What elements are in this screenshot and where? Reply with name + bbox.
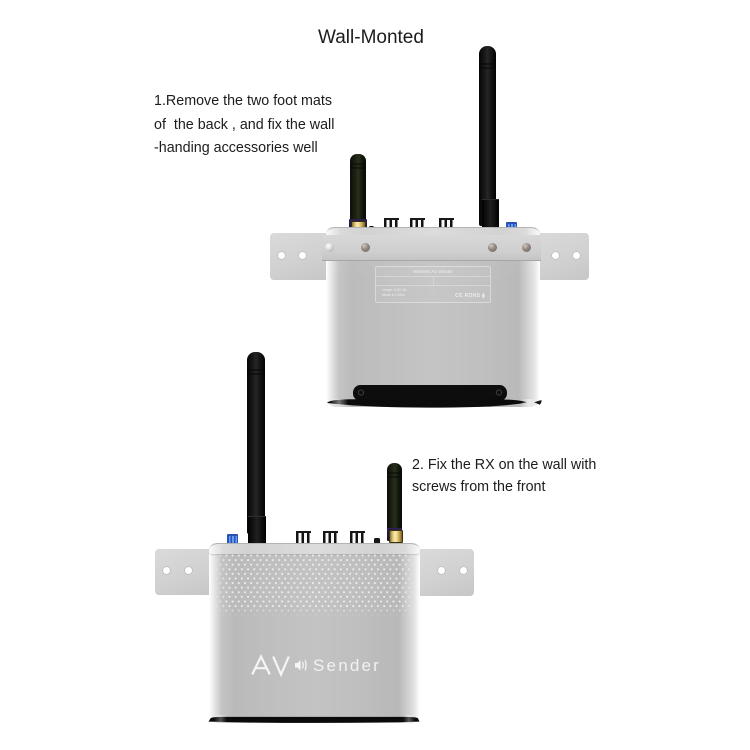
svg-text:Sender: Sender xyxy=(313,656,381,675)
